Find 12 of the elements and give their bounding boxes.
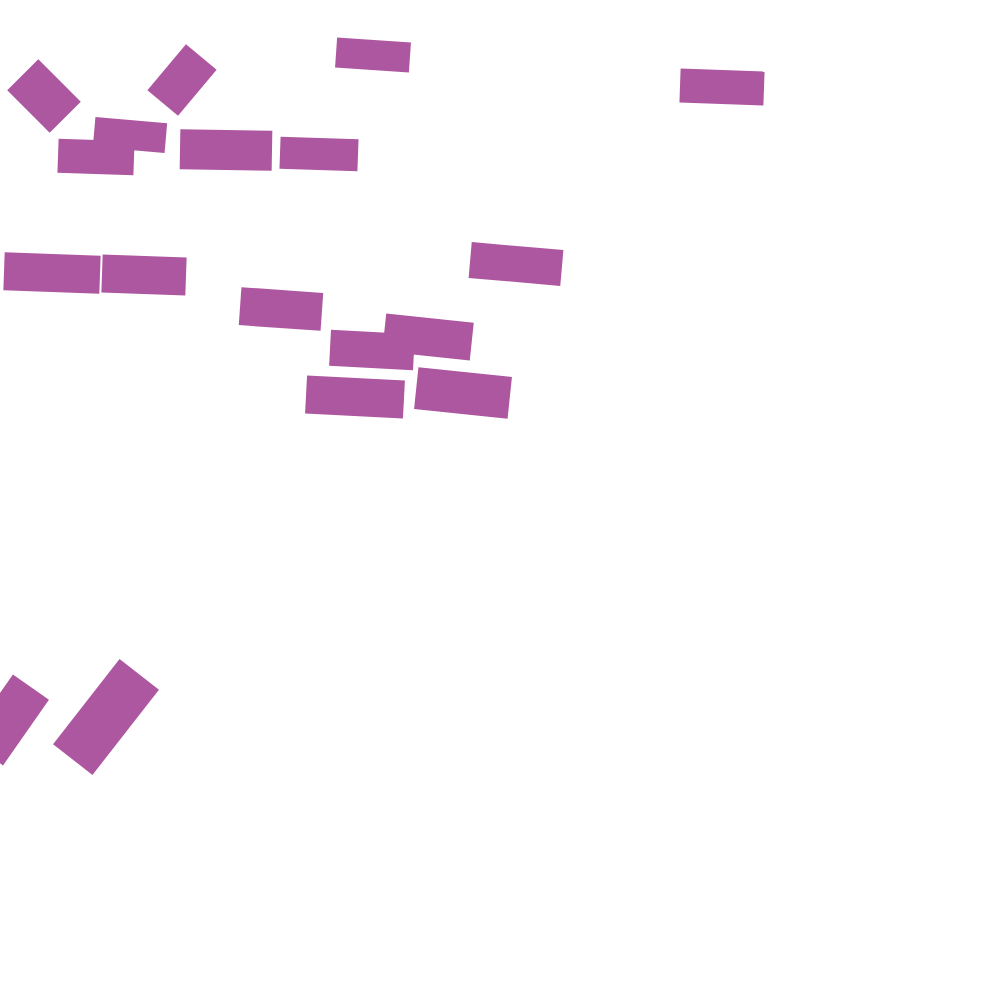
bar	[329, 329, 415, 371]
bar	[413, 366, 511, 418]
bar	[57, 137, 135, 175]
bar	[679, 67, 765, 105]
bar	[334, 36, 410, 72]
bar	[237, 286, 323, 330]
bar	[468, 242, 564, 286]
bar	[3, 251, 101, 293]
bar	[304, 374, 404, 418]
bar	[278, 136, 358, 172]
bar	[179, 129, 273, 171]
bar	[101, 253, 187, 295]
